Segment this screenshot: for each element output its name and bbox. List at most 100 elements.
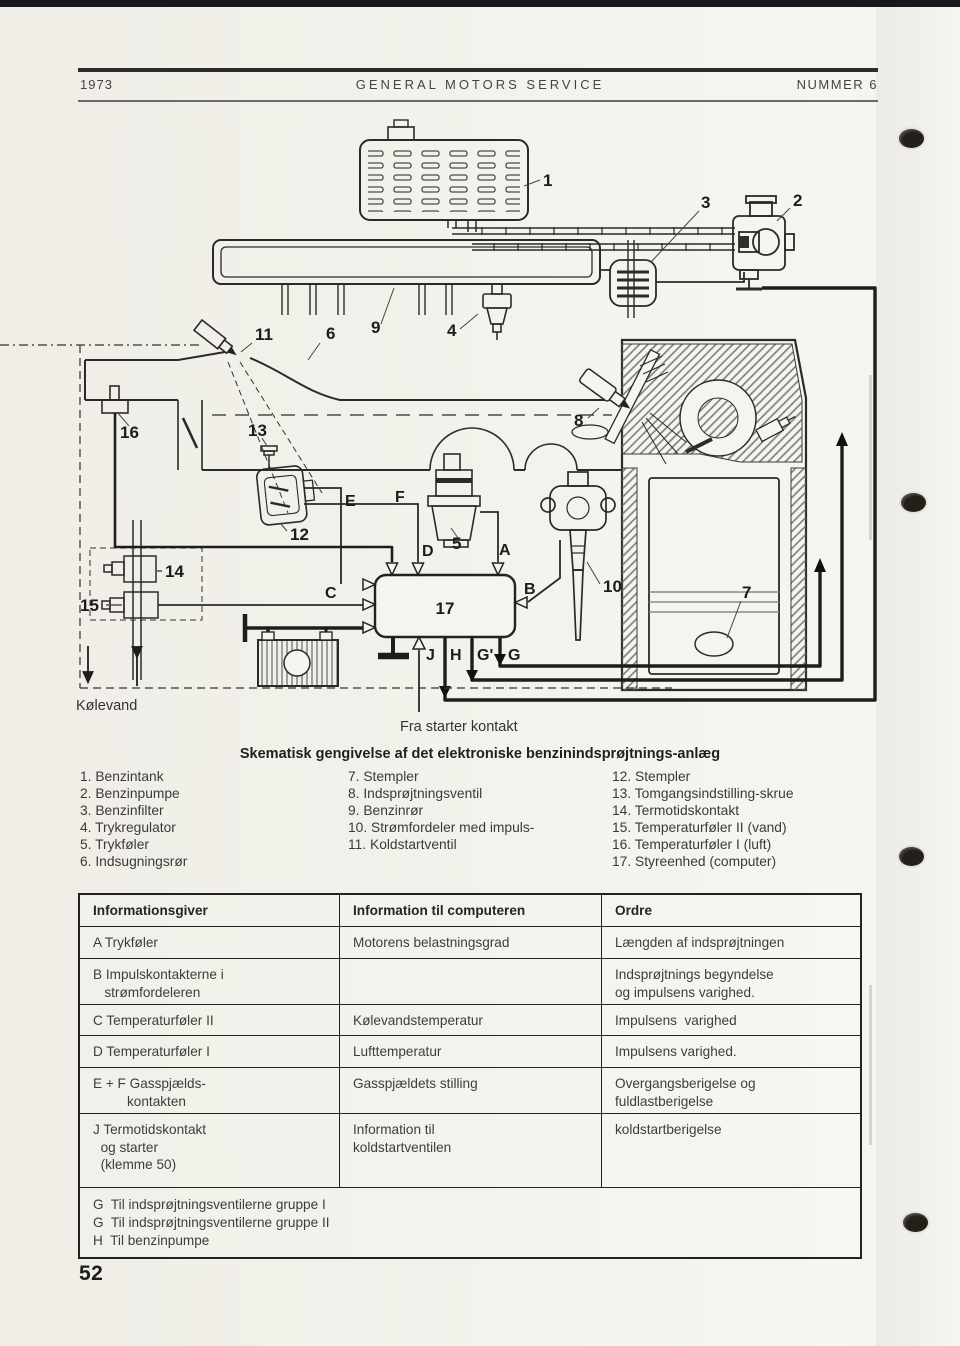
column-header: Information til computeren <box>340 895 602 926</box>
table-cell: koldstartberigelse <box>615 1122 722 1137</box>
leader-9 <box>380 287 395 325</box>
leader-3 <box>650 210 700 263</box>
callout-9: 9 <box>371 318 380 337</box>
letter-A: A <box>499 542 511 559</box>
letter-F: F <box>395 489 405 506</box>
table-footer-note: G Til indsprøjtningsventilerne gruppe I … <box>93 1197 330 1248</box>
distributor <box>540 471 616 641</box>
table-row: D Temperaturføler I Lufttemperatur Impul… <box>80 1036 860 1068</box>
coolant-flow-arrows <box>82 646 143 686</box>
legend-item: 16. Temperaturføler I (luft) <box>612 837 772 852</box>
letter-J: J <box>426 647 435 664</box>
callout-14: 14 <box>165 562 184 581</box>
header-issue: NUMMER 6 <box>796 77 878 92</box>
table-row: A Trykføler Motorens belastningsgrad Læn… <box>80 927 860 959</box>
table-cell: Lufttemperatur <box>340 1036 602 1067</box>
legend-item: 7. Stempler <box>348 769 419 784</box>
table-row: E + F Gasspjælds- kontakten Gasspjældets… <box>80 1068 860 1114</box>
pressure-regulator <box>482 283 512 340</box>
table-cell: Gasspjældets stilling <box>340 1068 602 1113</box>
dashed-diagonals <box>227 361 323 514</box>
header-year: 1973 <box>80 77 113 92</box>
paper-crease <box>869 375 872 540</box>
legend-item: 14. Termotidskontakt <box>612 803 740 818</box>
throttle-switch <box>255 465 316 526</box>
leader-8 <box>587 407 600 419</box>
leader-11 <box>240 342 253 353</box>
callout-7: 7 <box>742 583 751 602</box>
paper-crease <box>869 985 872 1145</box>
idle-screw <box>260 445 278 470</box>
letter-G-prime: G' <box>477 647 493 664</box>
pressure-sensor <box>427 453 481 548</box>
fuel-tank <box>359 119 529 232</box>
legend-item: 6. Indsugningsrør <box>80 854 188 869</box>
leader-1 <box>523 179 541 187</box>
callout-15: 15 <box>80 596 99 615</box>
starter-label: Fra starter kontakt <box>400 719 518 735</box>
leader-16 <box>116 411 130 427</box>
table-cell: Information til koldstartventilen <box>340 1114 602 1187</box>
power-wires <box>113 286 877 702</box>
legend-item: 15. Temperaturføler II (vand) <box>612 820 787 835</box>
callout-3: 3 <box>701 193 710 212</box>
callout-5: 5 <box>452 534 461 553</box>
table-cell: Længden af indsprøjtningen <box>615 935 785 950</box>
callout-2: 2 <box>793 191 802 210</box>
leader-10 <box>586 561 601 585</box>
callout-12: 12 <box>290 525 309 544</box>
header-rule-top <box>78 68 878 72</box>
arrowheads-open <box>362 562 528 650</box>
letter-G: G <box>508 647 520 664</box>
valve-spring <box>639 355 669 383</box>
punch-hole <box>899 129 924 148</box>
coolant-sensors <box>101 520 159 680</box>
table-cell: D Temperaturføler I <box>80 1036 340 1067</box>
legend-item: 9. Benzinrør <box>348 803 424 818</box>
callout-8: 8 <box>574 411 583 430</box>
signal-wires <box>158 487 561 712</box>
cylinder-wall <box>790 467 807 691</box>
punch-hole <box>901 493 926 512</box>
table-cell: J Termotidskontakt og starter (klemme 50… <box>80 1114 340 1187</box>
table-cell: Indsprøjtnings begyndelse og impulsens v… <box>615 967 774 1000</box>
leader-5 <box>450 527 459 539</box>
table-cell: A Trykføler <box>80 927 340 958</box>
callout-17: 17 <box>436 599 455 618</box>
scan-edge <box>0 0 960 7</box>
legend-column-2: 7. Stempler 8. Indsprøjtningsventil 9. B… <box>348 768 534 853</box>
leader-2 <box>776 207 791 222</box>
table-cell <box>340 959 602 1004</box>
table-cell: B Impulskontakterne i strømfordeleren <box>80 959 340 1004</box>
fuel-pump <box>732 195 795 291</box>
table-cell: Kølevandstemperatur <box>340 1005 602 1035</box>
table-row: C Temperaturføler II Kølevandstemperatur… <box>80 1005 860 1036</box>
cylinder-wall <box>621 467 638 691</box>
letter-E: E <box>345 493 356 510</box>
injection-valve <box>579 368 631 409</box>
engine-cross-section <box>579 338 808 692</box>
legend-item: 10. Strømfordeler med impuls- <box>348 820 535 835</box>
legend-item: 1. Benzintank <box>80 769 164 784</box>
table-row: J Termotidskontakt og starter (klemme 50… <box>80 1114 860 1188</box>
table-row: B Impulskontakterne i strømfordeleren In… <box>80 959 860 1005</box>
fuel-injection-schematic: 1 2 <box>0 100 960 750</box>
piston-rings <box>649 591 779 613</box>
leader-4 <box>459 313 479 330</box>
control-unit: 17 <box>373 573 517 639</box>
callout-10: 10 <box>603 577 622 596</box>
legend-item: 2. Benzinpumpe <box>80 786 180 801</box>
legend-item: 4. Trykregulator <box>80 820 176 835</box>
punch-hole <box>899 847 924 866</box>
leader-6 <box>307 342 321 361</box>
letter-C: C <box>325 585 337 602</box>
table-cell: C Temperaturføler II <box>80 1005 340 1035</box>
column-header: Informationsgiver <box>80 895 340 926</box>
legend-item: 8. Indsprøjtningsventil <box>348 786 483 801</box>
piston <box>648 477 780 675</box>
legend-item: 12. Stempler <box>612 769 691 784</box>
leader-13 <box>261 437 268 447</box>
callout-11: 11 <box>255 325 273 344</box>
dashed-boundary <box>79 345 672 689</box>
leader-7 <box>726 600 742 639</box>
